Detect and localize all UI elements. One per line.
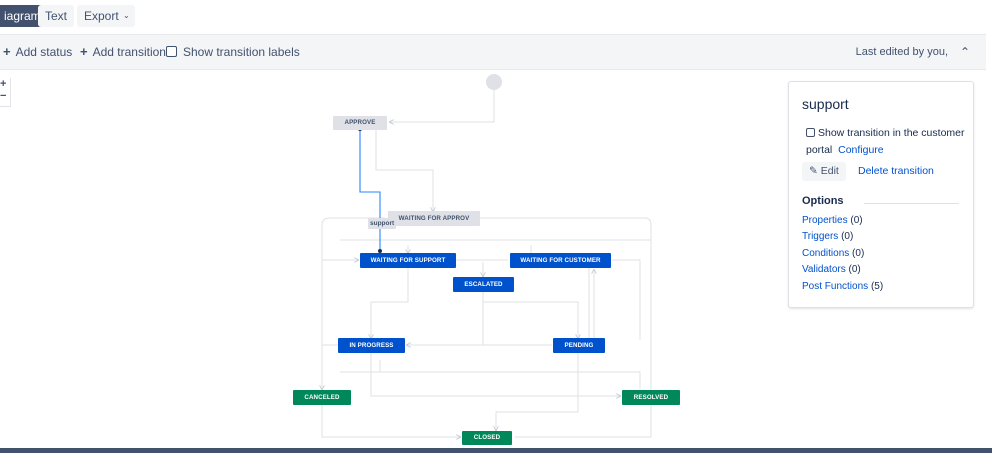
tab-diagram[interactable]: iagram xyxy=(0,5,48,27)
status-escalated[interactable]: ESCALATED xyxy=(453,277,514,292)
plus-icon: + xyxy=(3,44,11,59)
status-waiting-for-approv[interactable]: WAITING FOR APPROV xyxy=(388,211,480,226)
zoom-in-button[interactable]: + xyxy=(0,78,7,90)
status-resolved[interactable]: RESOLVED xyxy=(622,390,680,405)
diagram-toolbar: +Add status +Add transition Show transit… xyxy=(0,34,986,70)
status-in-progress[interactable]: IN PROGRESS xyxy=(338,338,405,353)
chevron-down-icon: ⌄ xyxy=(122,11,130,20)
add-status-button[interactable]: +Add status xyxy=(3,44,73,59)
transition-line[interactable] xyxy=(375,129,433,211)
transition-line[interactable] xyxy=(340,371,641,389)
tab-text[interactable]: Text xyxy=(38,5,75,27)
add-transition-button[interactable]: +Add transition xyxy=(80,44,166,59)
checkbox-icon[interactable] xyxy=(806,128,815,137)
transition-line[interactable] xyxy=(371,267,409,338)
transition-line[interactable] xyxy=(370,352,620,396)
status-pending[interactable]: PENDING xyxy=(553,338,605,353)
selected-transition-line[interactable] xyxy=(359,129,381,253)
transition-line[interactable] xyxy=(496,352,579,430)
show-in-portal-option[interactable]: Show transition in the customer portal C… xyxy=(806,127,965,156)
transition-handle[interactable] xyxy=(378,249,382,253)
status-closed[interactable]: CLOSED xyxy=(462,431,512,445)
transition-line[interactable] xyxy=(612,259,641,340)
status-waiting-for-support[interactable]: WAITING FOR SUPPORT xyxy=(360,253,456,268)
transition-line[interactable] xyxy=(390,90,495,122)
status-canceled[interactable]: CANCELED xyxy=(293,390,351,405)
option-post-functions: Post Functions (5) xyxy=(802,280,884,292)
option-validators: Validators (0) xyxy=(802,264,861,276)
show-transition-labels-toggle[interactable]: Show transition labels xyxy=(166,35,300,69)
initial-status-node[interactable] xyxy=(486,74,502,90)
view-tabs: iagram Text Export ⌄ xyxy=(0,0,998,34)
transition-line[interactable] xyxy=(321,217,385,226)
tab-export[interactable]: Export ⌄ xyxy=(77,5,135,27)
transition-label-support[interactable]: support xyxy=(368,218,397,229)
zoom-out-button[interactable]: − xyxy=(0,90,7,102)
checkbox-icon[interactable] xyxy=(166,46,177,57)
status-waiting-for-customer[interactable]: WAITING FOR CUSTOMER xyxy=(510,253,611,268)
transition-details-panel: support Show transition in the customer … xyxy=(788,81,974,308)
transition-line[interactable] xyxy=(321,225,460,437)
plus-icon: + xyxy=(80,44,88,59)
bottom-scroll-bar[interactable] xyxy=(0,448,992,453)
option-properties: Properties (0) xyxy=(802,215,863,226)
option-triggers: Triggers (0) xyxy=(802,231,854,243)
panel-title: support xyxy=(802,96,849,112)
export-label: Export xyxy=(84,9,119,23)
delete-transition-link[interactable]: Delete transition xyxy=(858,165,934,177)
last-edited-text: Last edited by you, xyxy=(855,46,948,58)
collapse-up-icon[interactable]: ⌃ xyxy=(959,45,970,59)
options-heading: Options xyxy=(802,195,844,207)
options-list: Properties (0) Triggers (0) Conditions (… xyxy=(802,213,883,295)
transition-line[interactable] xyxy=(480,217,652,226)
transition-line[interactable] xyxy=(483,301,578,338)
configure-link[interactable]: Configure xyxy=(838,144,884,156)
options-divider xyxy=(864,203,959,204)
status-approve[interactable]: APPROVE xyxy=(333,116,387,130)
pencil-icon: ✎ xyxy=(809,165,818,177)
transition-line[interactable] xyxy=(515,225,652,438)
zoom-controls: + − xyxy=(0,78,11,107)
option-conditions: Conditions (0) xyxy=(802,247,865,259)
edit-button[interactable]: ✎ Edit xyxy=(802,162,846,181)
